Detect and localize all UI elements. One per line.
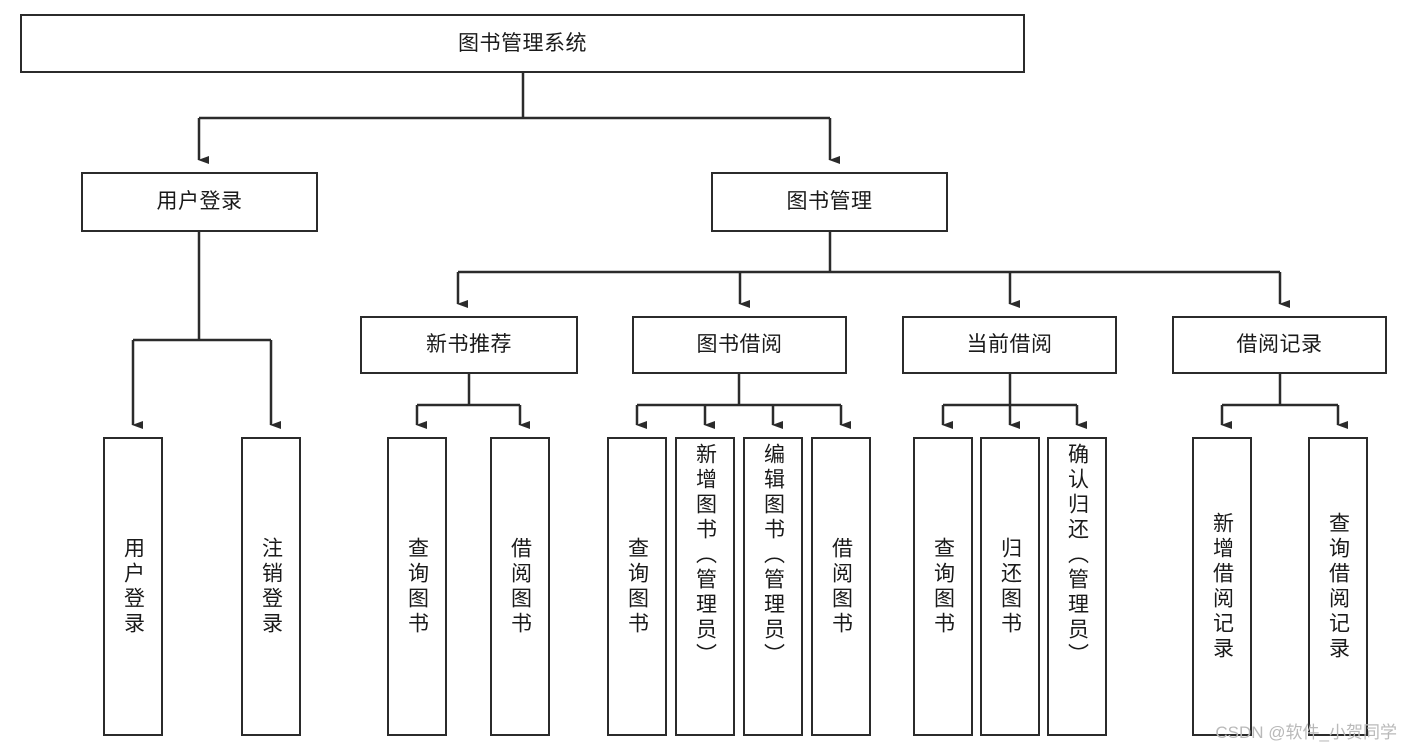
node-leaf-borrow-book-recommend[interactable]: 借阅图书 xyxy=(490,437,550,736)
node-leaf-add-borrow-record-label: 新增借阅记录 xyxy=(1210,511,1234,662)
connector-user-login-to-leaves xyxy=(131,232,281,429)
node-leaf-query-book-current[interactable]: 查询图书 xyxy=(913,437,973,736)
node-leaf-return-book[interactable]: 归还图书 xyxy=(980,437,1040,736)
node-book-borrow-label: 图书借阅 xyxy=(696,333,783,357)
node-leaf-return-book-label: 归还图书 xyxy=(998,536,1022,637)
node-borrow-record-label: 借阅记录 xyxy=(1236,333,1323,357)
node-borrow-record[interactable]: 借阅记录 xyxy=(1172,316,1387,374)
node-leaf-user-login-label: 用户登录 xyxy=(121,536,145,637)
node-leaf-query-book-recommend[interactable]: 查询图书 xyxy=(387,437,447,736)
connector-borrow-record-to-leaves xyxy=(1220,374,1348,429)
connector-root-to-level2 xyxy=(197,73,840,164)
node-leaf-logout[interactable]: 注销登录 xyxy=(241,437,301,736)
node-new-book-recommend-label: 新书推荐 xyxy=(426,333,512,357)
connector-new-book-to-leaves xyxy=(415,374,530,429)
node-leaf-query-book-recommend-label: 查询图书 xyxy=(405,536,429,637)
node-leaf-edit-book-admin[interactable]: 编辑图书（管理员） xyxy=(743,437,803,736)
connector-current-borrow-to-leaves xyxy=(941,374,1087,429)
connector-book-mgmt-to-level3 xyxy=(456,232,1290,308)
node-leaf-confirm-return-admin-label: 确认归还（管理员） xyxy=(1065,443,1089,668)
node-current-borrow[interactable]: 当前借阅 xyxy=(902,316,1117,374)
node-root-system[interactable]: 图书管理系统 xyxy=(20,14,1025,73)
node-leaf-query-borrow-record[interactable]: 查询借阅记录 xyxy=(1308,437,1368,736)
node-leaf-logout-label: 注销登录 xyxy=(259,536,283,637)
node-user-login-label: 用户登录 xyxy=(156,190,243,214)
node-leaf-add-book-admin-label: 新增图书（管理员） xyxy=(693,443,717,668)
node-leaf-query-book-current-label: 查询图书 xyxy=(931,536,955,637)
node-leaf-borrow-book-label: 借阅图书 xyxy=(829,536,853,637)
node-book-borrow[interactable]: 图书借阅 xyxy=(632,316,847,374)
node-current-borrow-label: 当前借阅 xyxy=(966,333,1053,357)
node-root-system-label: 图书管理系统 xyxy=(458,31,587,55)
node-leaf-query-borrow-record-label: 查询借阅记录 xyxy=(1326,511,1350,662)
node-leaf-query-book-borrow[interactable]: 查询图书 xyxy=(607,437,667,736)
node-leaf-add-borrow-record[interactable]: 新增借阅记录 xyxy=(1192,437,1252,736)
node-user-login[interactable]: 用户登录 xyxy=(81,172,318,232)
node-leaf-add-book-admin[interactable]: 新增图书（管理员） xyxy=(675,437,735,736)
node-book-management-label: 图书管理 xyxy=(786,190,873,214)
node-leaf-borrow-book-recommend-label: 借阅图书 xyxy=(508,536,532,637)
node-book-management[interactable]: 图书管理 xyxy=(711,172,948,232)
node-leaf-query-book-borrow-label: 查询图书 xyxy=(625,536,649,637)
node-leaf-borrow-book[interactable]: 借阅图书 xyxy=(811,437,871,736)
node-leaf-confirm-return-admin[interactable]: 确认归还（管理员） xyxy=(1047,437,1107,736)
connector-book-borrow-to-leaves xyxy=(635,374,851,429)
node-leaf-edit-book-admin-label: 编辑图书（管理员） xyxy=(761,443,785,668)
node-leaf-user-login[interactable]: 用户登录 xyxy=(103,437,163,736)
node-new-book-recommend[interactable]: 新书推荐 xyxy=(360,316,578,374)
